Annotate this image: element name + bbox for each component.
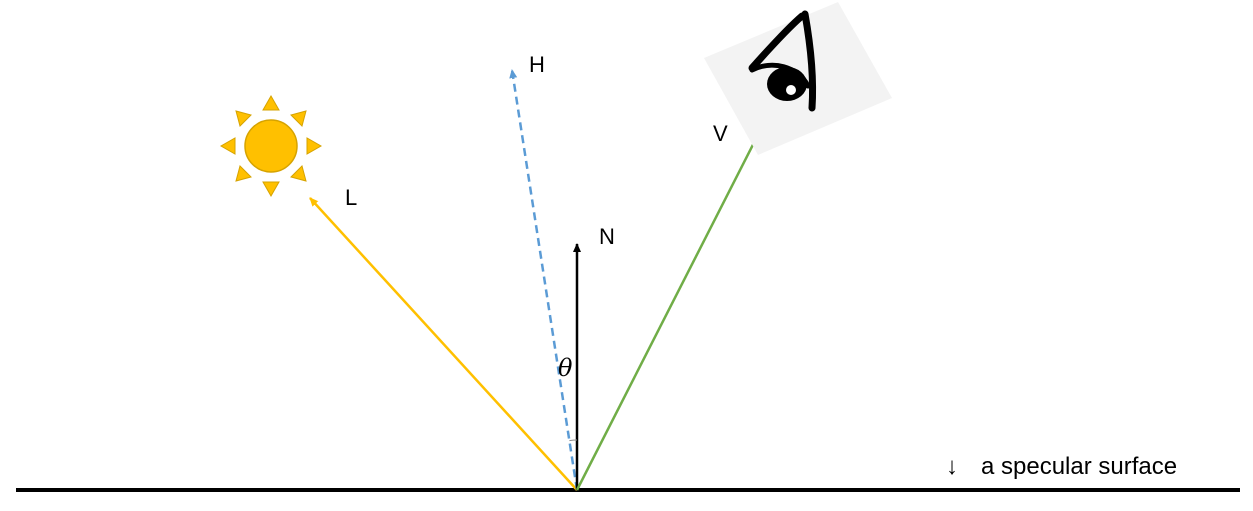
surface-arrow-glyph: ↓ [946,453,958,480]
angle-arc [569,439,578,442]
view-vector-label: V [713,121,728,146]
light-vector-arrow [309,197,578,491]
surface-label: a specular surface [981,453,1177,480]
halfway-vector-label: H [529,52,545,77]
normal-vector-label: N [599,224,615,249]
light-vector-label: L [345,185,357,210]
halfway-vector-arrow [509,69,579,491]
eye-icon [704,2,892,155]
view-vector-arrow [575,124,765,491]
angle-label: θ [558,354,573,382]
sun-icon [219,94,323,198]
